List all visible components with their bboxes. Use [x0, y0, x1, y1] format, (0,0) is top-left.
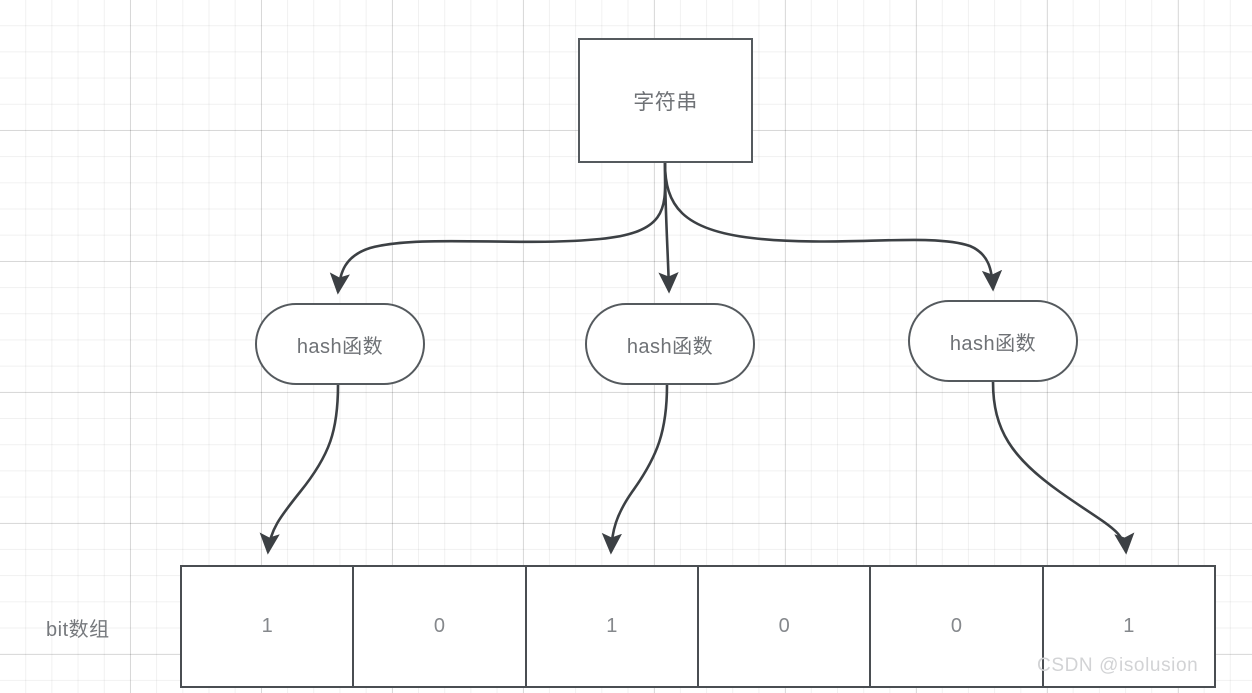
- arrow-hash-2-to-bit-cell-5: [991, 381, 1135, 555]
- hash-function-node-2-label: hash函数: [949, 332, 1037, 355]
- hash-function-node-0[interactable]: hash函数: [255, 303, 425, 385]
- arrow-hash-0-to-bit-cell-0: [259, 384, 340, 555]
- bit-array-label: bit数组: [46, 619, 110, 641]
- hash-function-node-1[interactable]: hash函数: [585, 303, 755, 385]
- bit-cell[interactable]: 0: [871, 567, 1044, 686]
- bit-cell[interactable]: 1: [182, 567, 355, 686]
- arrow-string-to-hash-1: [658, 162, 679, 294]
- hash-function-node-0-label: hash函数: [296, 335, 384, 358]
- bit-cell[interactable]: 0: [699, 567, 872, 686]
- arrow-string-to-hash-0: [329, 162, 667, 295]
- arrow-string-to-hash-2: [663, 162, 1003, 292]
- hash-function-node-2[interactable]: hash函数: [908, 300, 1078, 382]
- bit-cell[interactable]: 1: [527, 567, 699, 686]
- string-node-label: 字符串: [633, 90, 698, 114]
- arrow-hash-1-to-bit-cell-2: [601, 384, 669, 555]
- bit-array: 1 0 1 0 0 1: [180, 565, 1216, 688]
- bit-cell[interactable]: 1: [1123, 615, 1135, 637]
- watermark: CSDN @isolusion: [1037, 655, 1199, 676]
- bit-cell[interactable]: 0: [354, 567, 527, 686]
- string-node[interactable]: 字符串: [578, 38, 753, 163]
- hash-function-node-1-label: hash函数: [626, 335, 714, 358]
